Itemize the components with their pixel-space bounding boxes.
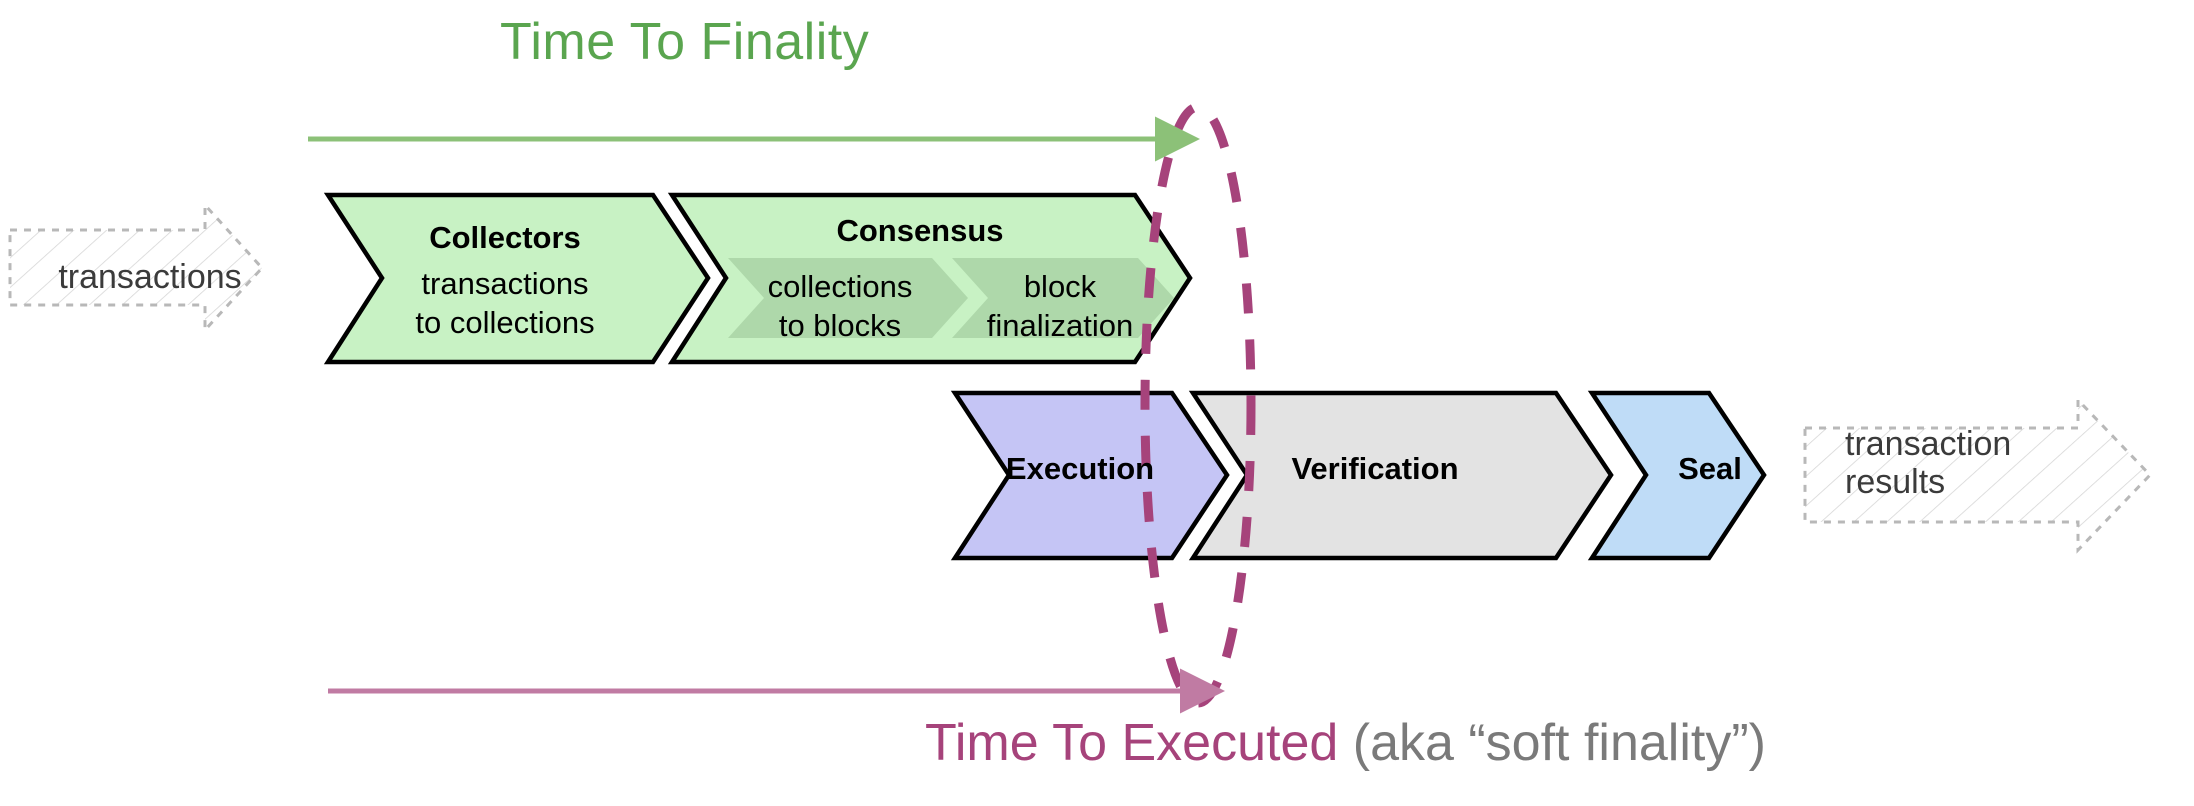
collectors-subtitle-line2: to collections — [415, 304, 595, 340]
input-ghost-arrow — [8, 201, 265, 334]
block-finalization-label: block finalization — [940, 268, 1180, 346]
bottom-caption-accent: Time To Executed — [925, 714, 1339, 772]
output-ghost-line2: results — [1845, 463, 1946, 502]
chevron-collectors[interactable] — [323, 192, 711, 365]
consensus-title: Consensus — [836, 213, 1004, 248]
collections-to-blocks-label: collections to blocks — [740, 268, 940, 346]
collectors-subtitle: transactions to collections — [330, 265, 680, 343]
bottom-caption-muted: (aka “soft finality”) — [1338, 714, 1766, 772]
collectors-title: Collectors — [429, 220, 581, 255]
seal-title: Seal — [1678, 451, 1742, 486]
verification-title: Verification — [1291, 451, 1459, 486]
output-ghost-arrow — [1803, 396, 2153, 554]
input-ghost-label: transactions — [58, 258, 242, 296]
bottom-caption: Time To Executed (aka “soft finality”) — [925, 713, 1766, 773]
substage-collections-to-blocks[interactable] — [728, 258, 968, 338]
block-finalization-line1: block — [1023, 269, 1097, 304]
finality-boundary-ellipse — [1140, 102, 1256, 708]
block-finalization-line2: finalization — [986, 307, 1134, 343]
collections-to-blocks-line1: collections — [767, 269, 913, 304]
chevron-execution[interactable] — [950, 390, 1230, 561]
output-ghost-line1: transaction — [1845, 425, 2012, 463]
collectors-subtitle-line1: transactions — [421, 266, 589, 301]
substage-block-finalization[interactable] — [952, 258, 1174, 338]
page-title: Time To Finality — [500, 13, 870, 71]
collections-to-blocks-line2: to blocks — [778, 307, 902, 343]
execution-title: Execution — [1005, 451, 1155, 486]
chevron-seal[interactable] — [1587, 390, 1767, 561]
output-ghost-label: transaction results — [1845, 425, 2075, 501]
